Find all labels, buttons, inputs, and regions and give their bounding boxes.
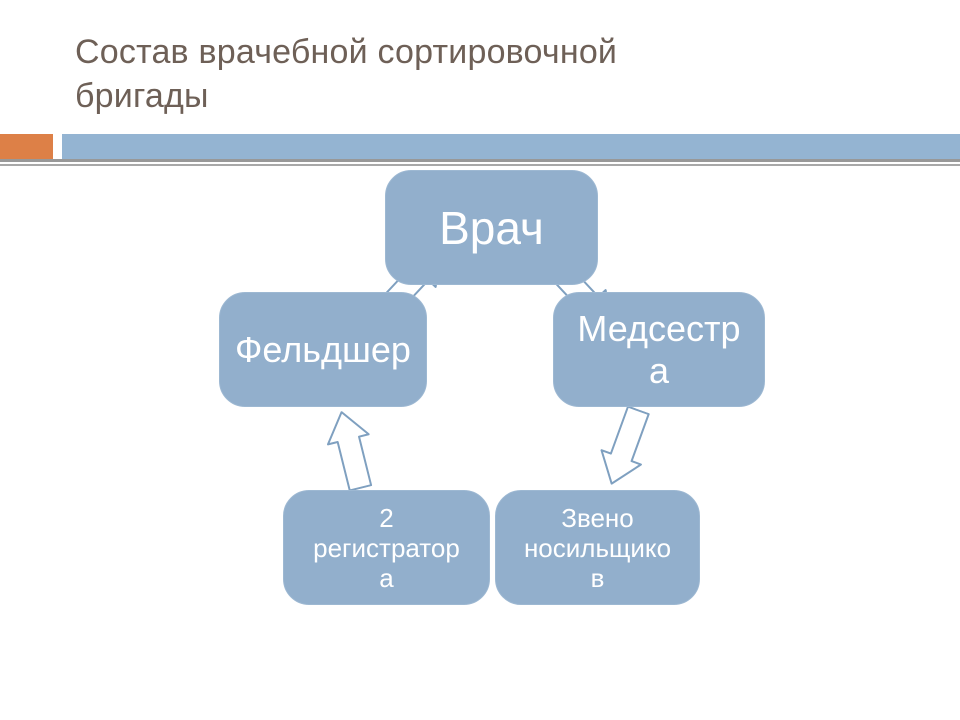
node-label-feldsher: Фельдшер (235, 328, 411, 370)
arrow-registrators-to-feldsher-icon (320, 406, 382, 494)
accent-bar-orange (0, 134, 53, 159)
node-label-porters: Звено носильщико в (523, 502, 672, 593)
divider-line-top (0, 159, 960, 162)
page-title: Состав врачебной сортировочной бригады (75, 33, 618, 115)
node-label-medsestra: Медсестр а (577, 307, 741, 391)
node-label-registrators: 2 регистратор а (313, 502, 460, 593)
diagram-node-registrators: 2 регистратор а (283, 490, 490, 605)
node-label-vrach: Врач (439, 201, 544, 254)
diagram-node-porters: Звено носильщико в (495, 490, 700, 605)
accent-bar-blue (62, 134, 960, 159)
diagram-node-feldsher: Фельдшер (219, 292, 427, 407)
divider-line-bottom (0, 164, 960, 166)
diagram-node-medsestra: Медсестр а (553, 292, 765, 407)
arrow-medsestra-to-porters-icon (591, 402, 660, 492)
diagram-node-vrach: Врач (385, 170, 598, 285)
